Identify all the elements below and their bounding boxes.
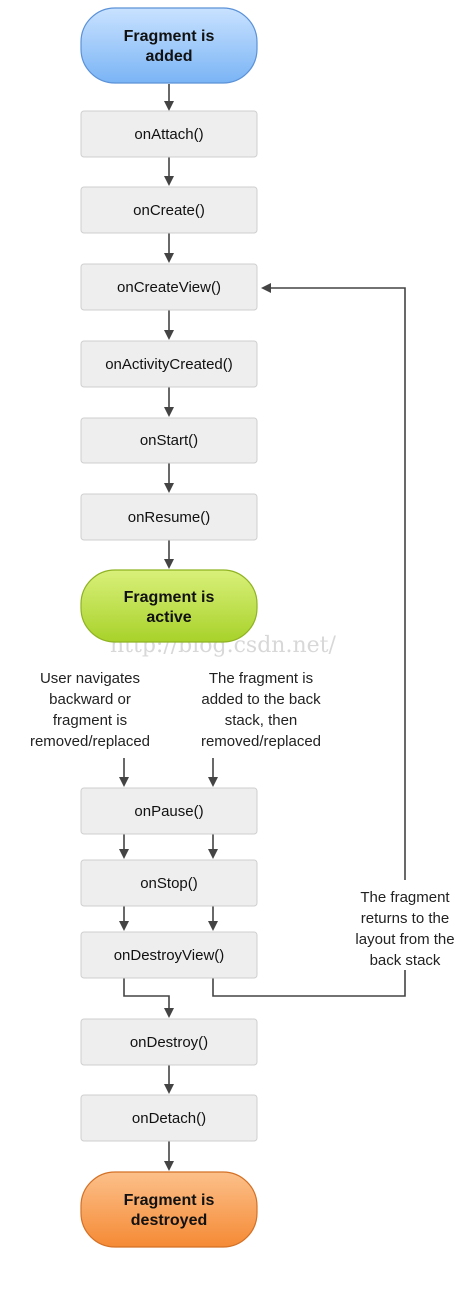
state-active-line-1: Fragment is <box>124 589 215 606</box>
method-on-destroy-view: onDestroyView() <box>80 931 258 979</box>
state-destroyed-line-1: Fragment is <box>124 1192 215 1209</box>
label-returns-line-3: layout from the <box>355 931 454 948</box>
label-returns-line-2: returns to the <box>361 910 449 927</box>
label-user-navigates-line-1: User navigates <box>40 670 140 687</box>
method-on-resume-label: onResume() <box>128 509 211 526</box>
label-returns-line-1: The fragment <box>360 889 450 906</box>
state-added-line-1: Fragment is <box>124 28 215 45</box>
state-active: Fragment is active <box>80 569 258 643</box>
method-on-detach-label: onDetach() <box>132 1110 206 1127</box>
method-on-destroy-view-label: onDestroyView() <box>114 947 225 964</box>
method-on-resume: onResume() <box>80 493 258 541</box>
label-back-stack-line-3: stack, then <box>225 712 298 729</box>
method-on-destroy: onDestroy() <box>80 1018 258 1066</box>
arrow-destroyview-to-destroy <box>123 978 174 1018</box>
method-on-activity-created-label: onActivityCreated() <box>105 356 233 373</box>
connectors <box>119 84 406 1171</box>
state-added-line-2: added <box>145 48 192 65</box>
method-on-detach: onDetach() <box>80 1094 258 1142</box>
method-on-activity-created: onActivityCreated() <box>80 340 258 388</box>
label-returns: The fragment returns to the layout from … <box>344 880 468 970</box>
return-to-createview-connector <box>212 283 406 997</box>
state-active-line-2: active <box>146 609 191 626</box>
label-user-navigates-line-3: fragment is <box>53 712 127 729</box>
state-destroyed-line-2: destroyed <box>131 1212 207 1229</box>
label-returns-line-4: back stack <box>370 952 441 969</box>
method-on-pause-label: onPause() <box>134 803 203 820</box>
method-on-stop-label: onStop() <box>140 875 198 892</box>
method-on-create-view: onCreateView() <box>80 263 258 311</box>
method-on-destroy-label: onDestroy() <box>130 1034 208 1051</box>
method-on-pause: onPause() <box>80 787 258 835</box>
state-destroyed: Fragment is destroyed <box>80 1171 258 1248</box>
method-on-create: onCreate() <box>80 186 258 234</box>
state-added: Fragment is added <box>80 7 258 84</box>
method-on-start-label: onStart() <box>140 432 198 449</box>
label-user-navigates-line-4: removed/replaced <box>30 733 150 750</box>
method-on-create-label: onCreate() <box>133 202 205 219</box>
label-back-stack: The fragment is added to the back stack,… <box>201 670 321 750</box>
method-on-create-view-label: onCreateView() <box>117 279 221 296</box>
method-on-attach-label: onAttach() <box>134 126 203 143</box>
label-back-stack-line-2: added to the back <box>201 691 321 708</box>
label-user-navigates-line-2: backward or <box>49 691 131 708</box>
method-on-attach: onAttach() <box>80 110 258 158</box>
label-back-stack-line-4: removed/replaced <box>201 733 321 750</box>
method-on-stop: onStop() <box>80 859 258 907</box>
method-on-start: onStart() <box>80 417 258 464</box>
label-back-stack-line-1: The fragment is <box>209 670 313 687</box>
label-user-navigates: User navigates backward or fragment is r… <box>30 670 150 750</box>
